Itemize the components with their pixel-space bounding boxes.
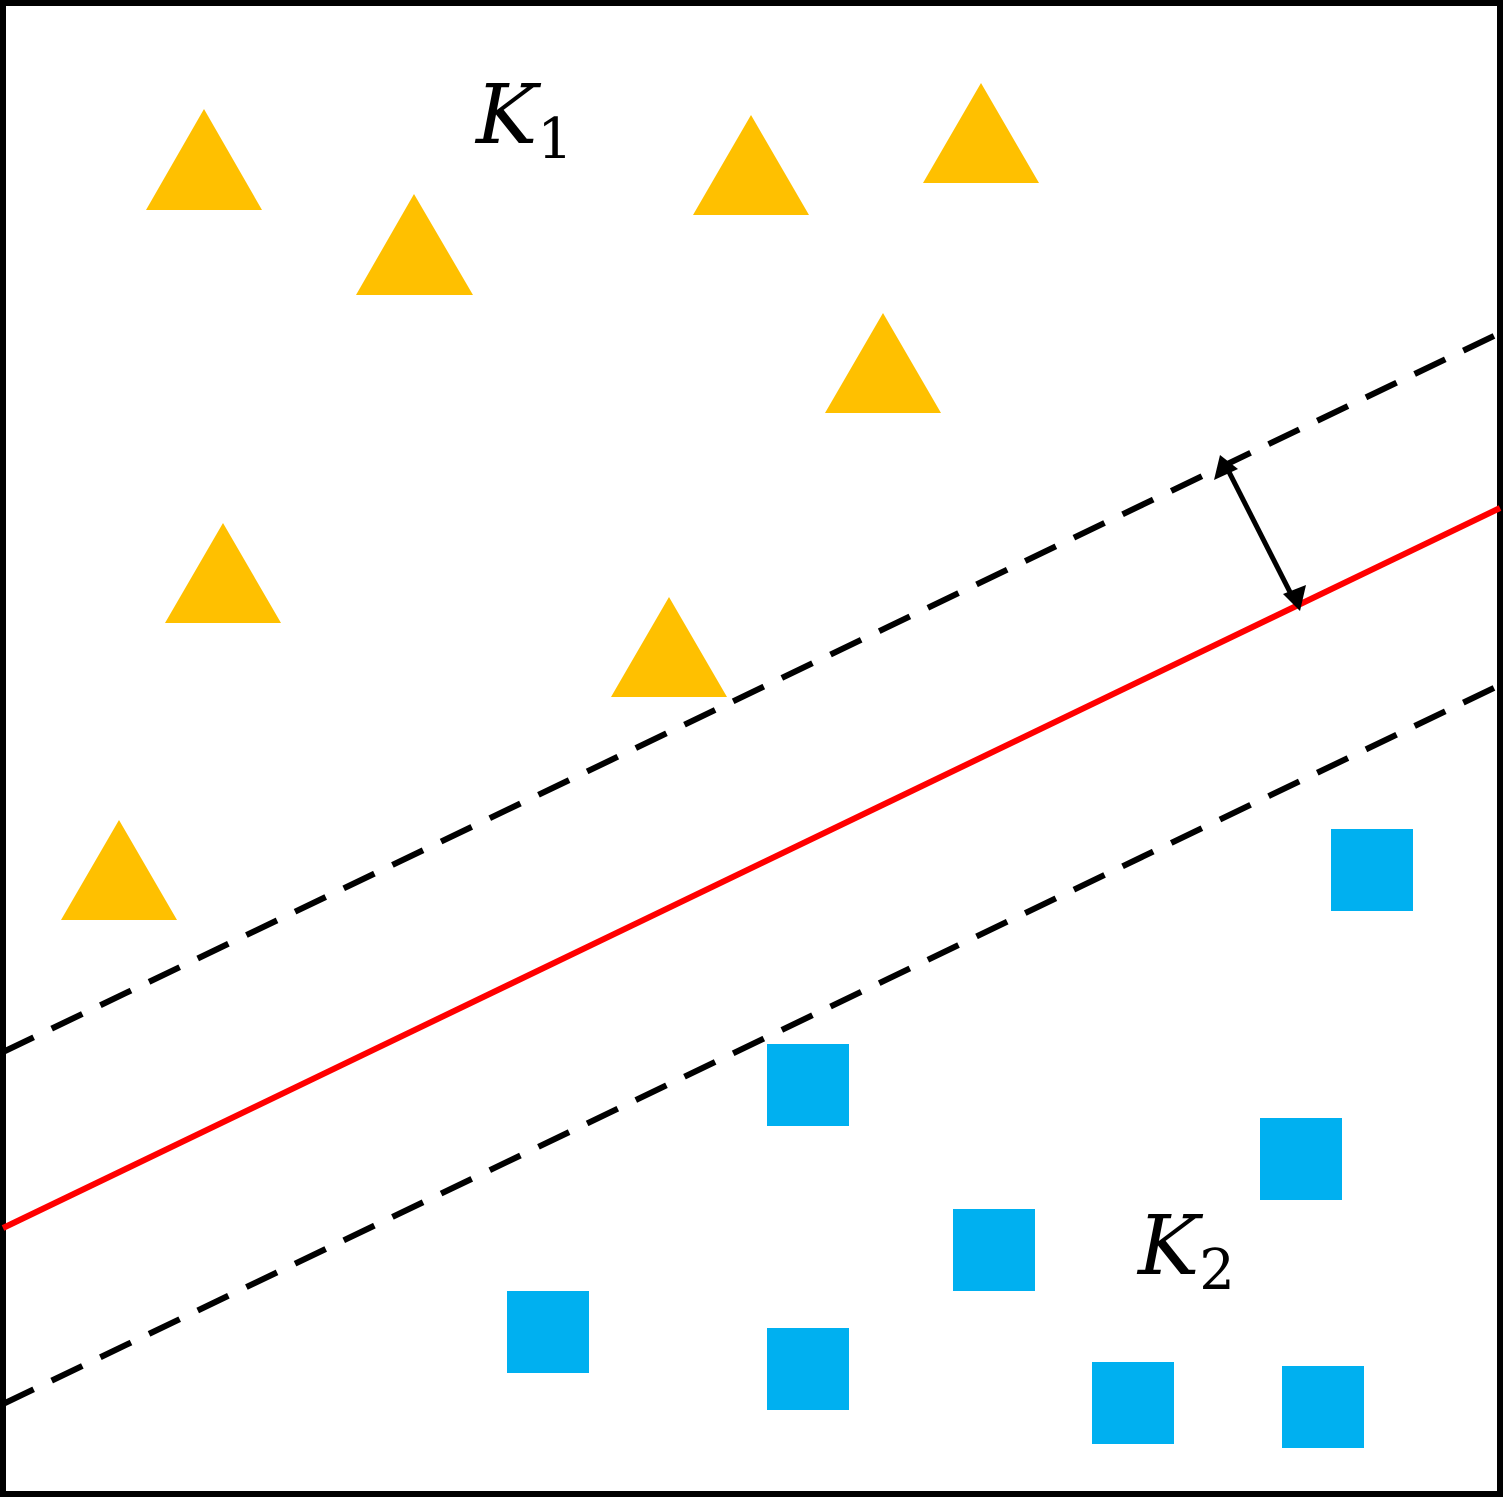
class-1-label: K1 [474,68,573,172]
triangle-marker-icon [825,313,941,413]
square-marker-icon [1331,829,1413,911]
triangle-marker-icon [61,820,177,920]
class-2-label: K2 [1136,1199,1235,1303]
class-1-label-subscript: 1 [537,107,573,172]
class-2-label-main: K [1136,1199,1204,1294]
triangle-marker-icon [611,597,727,697]
square-marker-icon [953,1209,1035,1291]
class-1-points [61,83,1039,920]
square-marker-icon [767,1044,849,1126]
square-marker-icon [1260,1118,1342,1200]
class-1-label-main: K [474,68,542,163]
class-2-label-subscript: 2 [1199,1238,1235,1303]
square-marker-icon [767,1328,849,1410]
upper-margin-line [1,330,1502,1055]
triangle-marker-icon [356,194,473,295]
square-marker-icon [1092,1362,1174,1444]
decision-boundary-line [1,505,1502,1231]
class-2-points [507,829,1413,1448]
square-marker-icon [1282,1366,1364,1448]
triangle-marker-icon [165,523,281,623]
margin-width-arrow-icon [1214,455,1306,611]
square-marker-icon [507,1291,589,1373]
lower-margin-line [1,682,1502,1407]
triangle-marker-icon [923,83,1039,183]
triangle-marker-icon [693,115,809,215]
triangle-marker-icon [146,109,262,210]
